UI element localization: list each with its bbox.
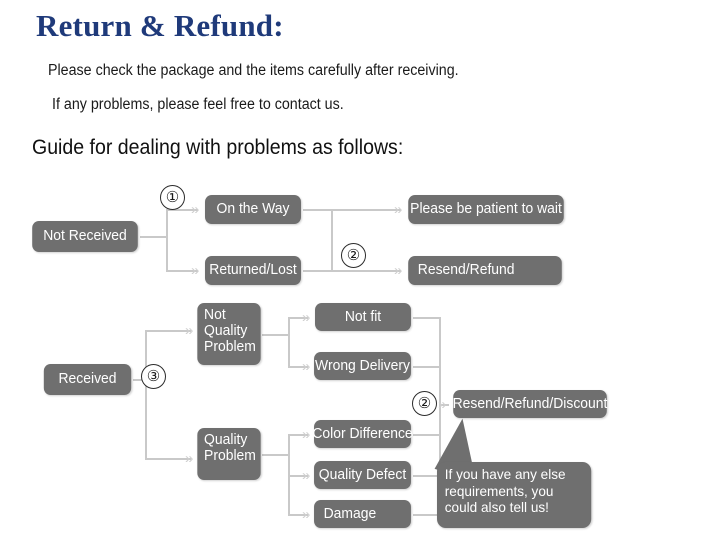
node-on-the-way[interactable]: On the Way	[205, 195, 301, 224]
node-please-be-patient[interactable]: Please be patient to wait	[408, 195, 564, 224]
step-marker-one: ①	[160, 185, 185, 210]
connector-to-wrong-delivery	[288, 366, 308, 368]
arrowhead-resend-refund-discount: »	[438, 396, 447, 413]
connector-to-quality-defect	[288, 475, 308, 477]
connector-returned-lost-out	[303, 270, 401, 272]
connector-to-on-the-way	[166, 209, 198, 211]
merge-bus	[439, 317, 441, 514]
intro-line-2: If any problems, please feel free to con…	[52, 96, 344, 113]
merge-out-to-discount	[439, 404, 449, 406]
page-title: Return & Refund:	[36, 8, 284, 43]
merge-stem-color-difference	[413, 434, 441, 436]
node-resend-refund[interactable]: Resend/Refund	[408, 256, 562, 285]
node-not-quality-problem[interactable]: Not Quality Problem	[197, 303, 261, 365]
connector-received-split	[145, 330, 147, 460]
arrowhead-returned-lost: »	[191, 262, 200, 279]
node-wrong-delivery[interactable]: Wrong Delivery	[314, 352, 411, 380]
node-damage[interactable]: Damage	[314, 500, 411, 528]
intro-line-1: Please check the package and the items c…	[48, 62, 459, 79]
connector-not-quality-stem	[262, 334, 290, 336]
node-quality-problem[interactable]: Quality Problem	[197, 428, 261, 480]
connector-on-the-way-down	[331, 209, 333, 271]
step-marker-three: ③	[141, 364, 166, 389]
connector-to-not-quality	[145, 330, 191, 332]
node-resend-refund-discount[interactable]: Resend/Refund/Discount	[453, 390, 607, 418]
arrowhead-quality-defect: »	[302, 467, 311, 484]
arrowhead-wrong-delivery: »	[302, 358, 311, 375]
merge-stem-not-fit	[413, 317, 441, 319]
connector-to-returned-lost	[166, 270, 198, 272]
connector-quality-split	[288, 434, 290, 514]
arrowhead-on-the-way: »	[191, 201, 200, 218]
connector-on-the-way-out	[303, 209, 401, 211]
connector-to-color-difference	[288, 434, 308, 436]
node-not-received[interactable]: Not Received	[32, 221, 138, 252]
connector-to-quality	[145, 458, 191, 460]
node-not-fit[interactable]: Not fit	[315, 303, 411, 331]
guide-heading: Guide for dealing with problems as follo…	[32, 136, 404, 159]
arrowhead-resend-refund: »	[394, 262, 403, 279]
connector-received-stem	[133, 379, 147, 381]
arrowhead-quality: »	[185, 450, 194, 467]
step-marker-two-b: ②	[412, 391, 437, 416]
connector-to-damage	[288, 514, 308, 516]
step-marker-two-a: ②	[341, 243, 366, 268]
arrowhead-not-fit: »	[302, 309, 311, 326]
connector-quality-stem	[262, 454, 290, 456]
arrowhead-damage: »	[302, 506, 311, 523]
connector-not-received-stem	[140, 236, 168, 238]
connector-to-not-fit	[288, 317, 308, 319]
connector-not-quality-split	[288, 317, 290, 366]
node-quality-defect[interactable]: Quality Defect	[314, 461, 411, 489]
merge-stem-damage	[413, 514, 441, 516]
arrowhead-please-wait: »	[394, 201, 403, 218]
node-received[interactable]: Received	[43, 364, 132, 395]
node-color-difference[interactable]: Color Difference	[312, 420, 413, 448]
callout-bubble: If you have any else requirements, you c…	[437, 462, 592, 528]
merge-stem-quality-defect	[413, 475, 441, 477]
merge-stem-wrong-delivery	[413, 366, 441, 368]
connector-not-received-split	[166, 209, 168, 271]
arrowhead-not-quality: »	[185, 322, 194, 339]
node-returned-lost[interactable]: Returned/Lost	[205, 256, 301, 285]
arrowhead-color-difference: »	[302, 426, 311, 443]
